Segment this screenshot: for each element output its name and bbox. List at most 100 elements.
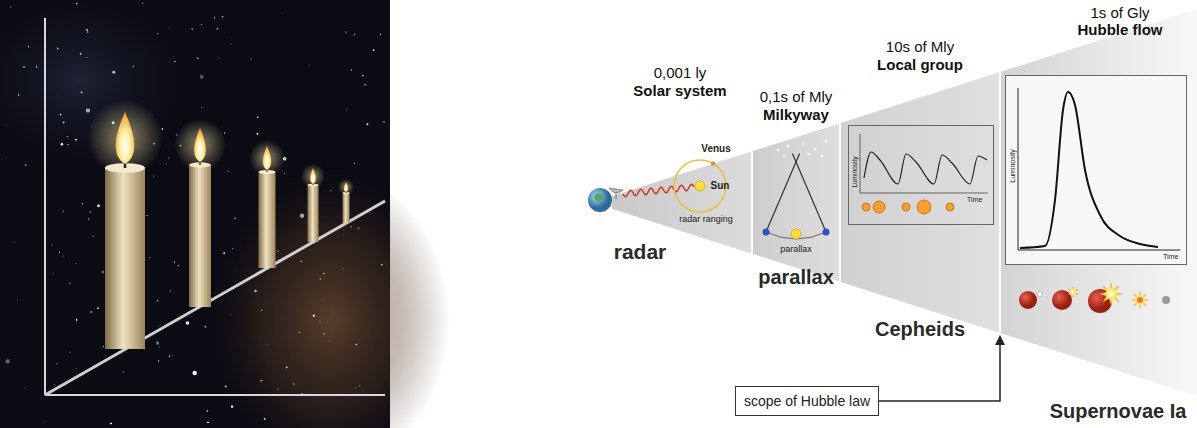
star [222,16,223,17]
star [156,341,159,344]
candle-glow [87,100,163,176]
star [87,57,89,59]
venus-icon [711,161,715,165]
red-giant [1052,290,1072,310]
star [216,28,218,30]
nebula [210,170,450,428]
star [283,172,285,174]
star [153,175,154,176]
star [159,325,161,327]
star [266,344,268,346]
candle-glow [174,119,226,171]
star [157,33,159,35]
method-name: parallax [758,266,834,289]
star [102,271,103,272]
star [122,371,123,372]
star [57,48,59,50]
star [323,273,324,274]
star [178,265,180,267]
star [67,136,68,137]
star [174,61,175,62]
star [88,218,89,219]
star [192,371,197,376]
cone-segment [840,72,1000,333]
star [343,268,345,270]
plot-axis [860,193,988,194]
star [61,143,63,145]
star [353,33,355,35]
star [14,241,16,243]
cone-segment [752,123,840,282]
star [301,393,302,394]
plot-ground [1005,75,1187,265]
candle-flame [310,168,316,184]
candle-flame [194,128,206,162]
star [257,133,259,135]
star [51,244,52,245]
method-name: Supernovae Ia [1050,400,1187,423]
star [821,155,824,158]
sun-icon [695,181,705,191]
candle-body [343,193,350,223]
star [225,385,227,387]
star-name: Sun [711,180,730,192]
star [351,69,352,70]
star [110,423,112,425]
candle-glow [301,164,325,188]
explosion-core [1137,297,1143,303]
distance-scale: 0,1s of Mly [760,88,833,105]
star [97,307,99,309]
star [257,116,259,118]
segment-divider [999,72,1001,333]
star [320,278,321,279]
distance-scale: 10s of Mly [886,38,954,55]
star [6,124,8,126]
star [89,211,90,212]
star [323,333,325,335]
star [281,13,283,15]
region-name: Milkyway [763,106,829,123]
star [214,17,215,18]
star [10,6,11,7]
candle-body [105,168,145,349]
star [197,57,199,59]
supernova-sequence [1019,282,1170,313]
star [191,28,193,30]
leader-arrow [879,343,1000,401]
scope-box: scope of Hubble law [735,386,879,416]
star [170,288,172,290]
star [231,314,233,316]
star [173,261,175,263]
explosion [1068,286,1078,298]
star [169,356,171,358]
star [223,31,225,33]
star [16,299,18,301]
radar-wave [623,184,694,197]
cepheid-plot: LuminosityTime [848,125,994,225]
star [69,352,70,353]
star [277,388,278,389]
method-note: parallax [780,244,812,254]
star [777,149,780,152]
axis-label: Luminosity [1009,149,1017,182]
star [231,405,234,408]
star [207,410,209,412]
segment-divider [839,123,841,282]
star [228,171,229,172]
plot-axis [1018,88,1019,250]
star [362,75,364,77]
star [355,387,356,388]
star [97,204,100,207]
star [52,272,54,274]
star [250,58,251,59]
light-curve [1020,92,1158,248]
star [264,418,266,420]
star [300,260,302,262]
star [261,310,262,311]
candle-body [259,172,276,268]
star [802,143,805,146]
star [56,362,58,364]
star [200,75,204,79]
method-note: radar ranging [679,214,733,224]
star [172,355,173,356]
